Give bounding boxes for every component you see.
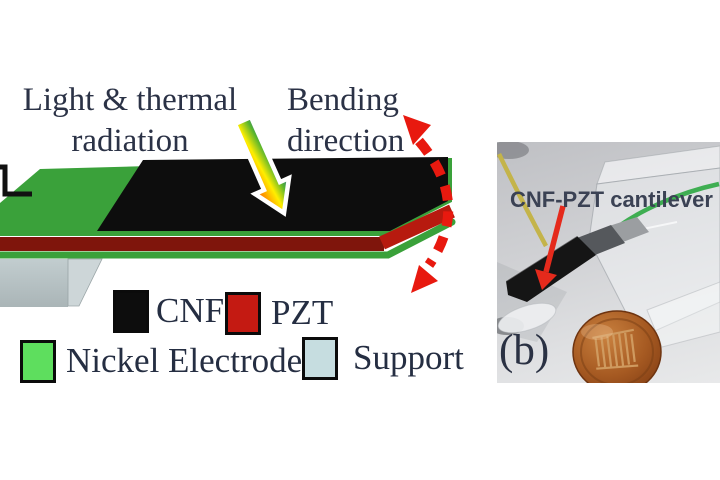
light-radiation-arrow — [232, 114, 292, 217]
penny-inner-ring — [580, 318, 654, 383]
device-photo-panel: CNF-PZT cantilever (b) — [497, 142, 720, 383]
bending-arrowhead-down-icon — [411, 265, 438, 293]
bending-label-line2: direction — [287, 123, 405, 159]
support-block-front — [0, 259, 68, 307]
penny-coin — [572, 310, 662, 383]
annotation-arrowhead-icon — [535, 269, 557, 290]
legend-label-nickel: Nickel Electrode — [66, 341, 303, 380]
device-photo-scene — [497, 142, 720, 383]
legend-item-cnf: CNF — [113, 289, 224, 333]
pzt-layer-end — [379, 204, 455, 250]
legend-item-nickel: Nickel Electrode — [20, 339, 302, 383]
bending-label-line1: Bending — [287, 82, 399, 118]
photo-annotation-label: CNF-PZT cantilever — [510, 187, 713, 212]
illumination-label: Light & thermal radiation — [18, 80, 242, 162]
support-color-swatch — [302, 336, 338, 380]
illumination-label-line2: radiation — [71, 123, 189, 159]
bending-label: Bending direction — [287, 80, 427, 162]
illumination-label-line1: Light & thermal — [22, 82, 238, 118]
photo-shadow-blob — [497, 142, 529, 159]
cantilever-edge-highlight — [505, 235, 578, 282]
legend-label-cnf: CNF — [156, 291, 225, 330]
acrylic-block-top — [596, 145, 720, 185]
bending-arrowhead-up-icon — [403, 115, 431, 145]
cnf-pzt-cantilever-photo — [506, 236, 596, 302]
annotation-arrow-shaft — [543, 205, 566, 273]
legend-item-pzt: PZT — [225, 291, 333, 335]
penny-highlight — [581, 324, 613, 340]
pzt-color-swatch — [225, 291, 261, 335]
nickel-color-swatch — [20, 339, 56, 383]
yellow-wire — [497, 153, 548, 248]
penny-memorial-detail — [592, 328, 639, 370]
cnf-color-swatch — [113, 289, 149, 333]
legend-label-pzt: PZT — [271, 293, 334, 332]
acrylic-piece-left — [497, 302, 557, 334]
electrode-wire-symbol — [0, 164, 32, 197]
support-block-side — [67, 258, 103, 307]
nickel-electrode-lower-stripe — [0, 218, 456, 259]
legend-item-support: Support — [302, 336, 464, 380]
panel-caption: (b) — [499, 327, 550, 374]
legend-label-support: Support — [353, 338, 464, 377]
